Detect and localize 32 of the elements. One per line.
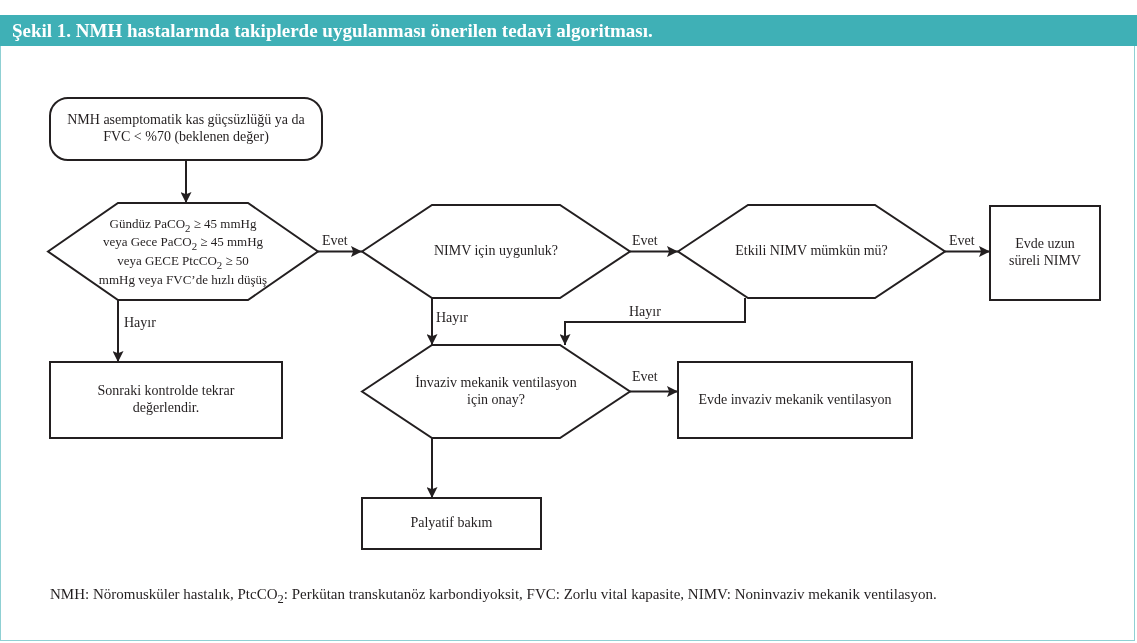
node-text: Etkili NIMV mümkün mü?	[734, 243, 889, 260]
caption: NMH: Nöromusküler hastalık, PtcCO$_{2}$: Perkütan transkutanöz karbondiyoksit, FVC: Zorlu vital kapasite, NIMV: Noninvaziv mekanik ventilasyon.	[50, 585, 938, 608]
node-text: Gündüz PaCO$_{2}$ ≥ 45 mmHg veya Gece PaCO$_{2}$ ≥ 45 mmHg veya GECE PtcCO$_{2}$ ≥ 50 mmHg veya FVC’de hızlı düşüş	[98, 215, 268, 288]
node-text: Sonraki kontrolde tekrar değerlendir.	[96, 383, 236, 417]
decision-hexagon	[362, 205, 630, 298]
process-box	[678, 362, 912, 438]
figure-title: Şekil 1. NMH hastalarında takiplerde uygulanması önerilen tedavi algoritması.	[12, 20, 653, 41]
arrow	[426, 297, 438, 346]
process-box	[362, 498, 541, 549]
arrow	[426, 437, 438, 499]
arrow	[317, 246, 363, 257]
node-text: İnvaziv mekanik ventilasyon için onay?	[414, 374, 578, 409]
decision-hexagon	[362, 345, 630, 438]
node-text: Evde invaziv mekanik ventilasyon	[697, 391, 893, 409]
edge-label: Hayır	[434, 310, 470, 326]
arrow	[559, 297, 746, 346]
node-text: Palyatif bakım	[409, 515, 494, 532]
edge-label: Hayır	[122, 315, 158, 331]
decision-hexagon	[48, 203, 318, 300]
process-box	[50, 362, 282, 438]
arrow	[112, 299, 124, 363]
node-text: NMH asemptomatik kas güçsüzlüğü ya da FVC < %70 (beklenen değer)	[66, 112, 306, 146]
process-box	[990, 206, 1100, 300]
node-text: NIMV için uygunluk?	[432, 243, 560, 260]
start-terminal	[50, 98, 322, 160]
arrow	[629, 246, 679, 257]
decision-hexagon	[678, 205, 945, 298]
arrow	[180, 159, 192, 204]
edge-label: Hayır	[627, 304, 663, 320]
arrow	[944, 246, 991, 257]
arrow	[629, 386, 679, 397]
node-text: Evde uzun süreli NIMV	[1008, 236, 1082, 270]
